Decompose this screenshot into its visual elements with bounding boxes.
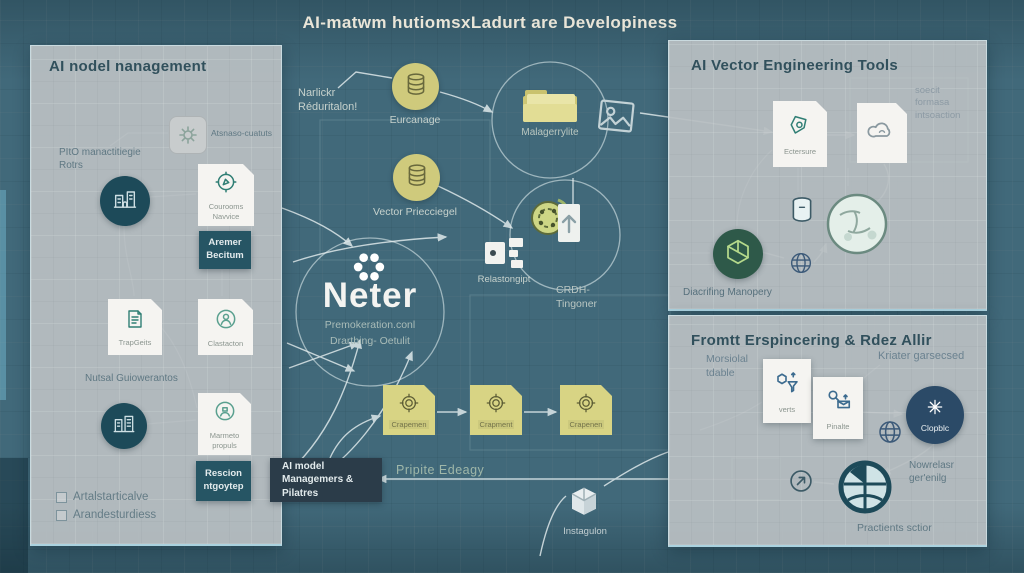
- folder-icon: [521, 86, 579, 131]
- database-icon: [403, 71, 429, 102]
- file-card-1: Crapemen: [383, 385, 435, 435]
- panel-prompt-engineering: Fromtt Erspincering & Rdez Allir Morsiol…: [668, 315, 987, 547]
- cube-wireframe-icon: [723, 237, 753, 272]
- ai-model-managers-box: AI model Managemers & Pilatres: [270, 458, 382, 502]
- courooms-card: Courooms Navvice: [198, 164, 254, 226]
- practients-label: Practients sctior: [857, 522, 932, 534]
- clopblc-label: Clopblc: [920, 423, 950, 433]
- panel-header-ai-model: AI nodel nanagement: [49, 58, 207, 75]
- database-icon: [404, 162, 430, 193]
- buildings-icon: [111, 411, 137, 442]
- cube-wireframe-node: [713, 229, 763, 279]
- crdh-label: CRDH- Tingoner: [556, 284, 598, 310]
- clastacton-card: Clastacton: [198, 299, 253, 355]
- rosette-icon: [485, 392, 507, 419]
- cloud-card: [857, 103, 907, 163]
- clastacton-label: Clastacton: [207, 338, 244, 348]
- building-icon: [111, 185, 139, 218]
- marmeto-card: Marmeto propuls: [198, 393, 251, 455]
- panel-ai-vector-engineering: AI Vector Engineering Tools Ectersure so…: [668, 40, 987, 311]
- checkbox-icon: [56, 491, 67, 503]
- malager-label: Malagerrylite: [521, 127, 579, 138]
- nowrelasr-label: Nowrelasr ger'enilg: [909, 460, 955, 484]
- vector-label: Vector Priecciegel: [372, 206, 458, 218]
- verts-card: verts: [763, 359, 811, 423]
- sphere-icon: [824, 191, 890, 262]
- eurcanage-label: Eurcanage: [389, 114, 441, 126]
- compass-icon: [213, 169, 239, 200]
- marmeto-label: Marmeto propuls: [209, 431, 240, 450]
- file-card-2: Crapment: [470, 385, 522, 435]
- upload-doc-icon: [556, 202, 582, 249]
- person-badge-icon: [212, 398, 238, 429]
- hex-funnel-icon: [772, 368, 802, 403]
- trapgeits-label: TrapGeits: [118, 337, 152, 347]
- narlickr-label: Narlickr Réduritalon!: [298, 87, 358, 114]
- cloud-icon: [867, 116, 897, 151]
- jar-icon: [787, 195, 817, 232]
- panel-header-vector-tools: AI Vector Engineering Tools: [691, 57, 899, 74]
- magnifier-tray-icon: [823, 385, 853, 420]
- instagulon-label: Instagulon: [563, 526, 607, 537]
- nutsal-label: Nutsal Guiowerantos: [85, 373, 178, 384]
- kriater-label: Kriater garsecsed: [878, 350, 965, 362]
- rosette-icon: [398, 392, 420, 419]
- person-icon: [213, 306, 239, 337]
- org-node: [101, 403, 147, 449]
- file-card-3: Crapenen: [560, 385, 612, 435]
- rescion-box: Rescion ntgoytep: [196, 461, 251, 501]
- left-accent-strip: [0, 190, 6, 400]
- globe-icon: [875, 417, 905, 452]
- rosette-icon: [575, 392, 597, 419]
- diacrifing-label: Diacrifing Manopery: [683, 287, 772, 298]
- checkbox-icon: [56, 509, 67, 521]
- verts-label: verts: [778, 404, 796, 414]
- ectersure-card: Ectersure: [773, 101, 827, 167]
- cube-icon: [566, 484, 602, 525]
- robot-icon: [483, 236, 529, 275]
- pinalte-label: Pinalte: [826, 421, 850, 431]
- model-hub-node: [100, 176, 150, 226]
- neter-subtitle: Premokeration.conl Drarthing- Oetulit: [324, 319, 416, 347]
- bottom-left-dark-corner: [0, 458, 28, 573]
- soecit-note: soecit formasa intsoaction: [915, 85, 961, 121]
- neter-logo: Neter: [322, 276, 418, 315]
- courooms-label: Courooms Navvice: [208, 202, 244, 221]
- panel-ai-model-management: AI nodel nanagement Atsnaso-cuatuts PItO…: [30, 45, 282, 546]
- aremer-box: Aremer Becitum: [199, 231, 251, 269]
- trapgeits-card: TrapGeits: [108, 299, 162, 355]
- checkbox-artalstarticalve: Artalstarticalve: [56, 491, 148, 503]
- pinalte-card: Pinalte: [813, 377, 863, 439]
- dark-globe-icon: [836, 458, 894, 521]
- pripte-label: Pripite Edeagy: [396, 463, 485, 477]
- photo-icon: [589, 90, 642, 148]
- vector-db-node: [393, 154, 440, 201]
- pito-label: PItO manactitiegie Rotrs: [59, 147, 141, 171]
- atsnaso-label: Atsnaso-cuatuts: [211, 128, 272, 138]
- checkbox-arandesturdiess: Arandesturdiess: [56, 509, 156, 521]
- panel-header-prompt: Fromtt Erspincering & Rdez Allir: [691, 332, 932, 349]
- snowflake-icon: [925, 397, 945, 422]
- clopblc-node: Clopblc: [906, 386, 964, 444]
- diagram-title: AI-matwm hutiomsxLadurt are Developiness: [302, 13, 678, 32]
- dots-logo-icon: [349, 247, 389, 292]
- arrow-circle-icon: [787, 467, 815, 500]
- morsiolal-label: Morsiolal tdable: [706, 353, 749, 379]
- eurcanage-node: [392, 63, 439, 110]
- gear-icon: [169, 116, 207, 154]
- relastongipt-label: Relastongipt: [477, 274, 531, 285]
- ectersure-label: Ectersure: [783, 146, 817, 156]
- document-icon: [123, 307, 147, 336]
- globe-icon: [787, 249, 815, 282]
- abstract-shape-icon: [786, 112, 814, 145]
